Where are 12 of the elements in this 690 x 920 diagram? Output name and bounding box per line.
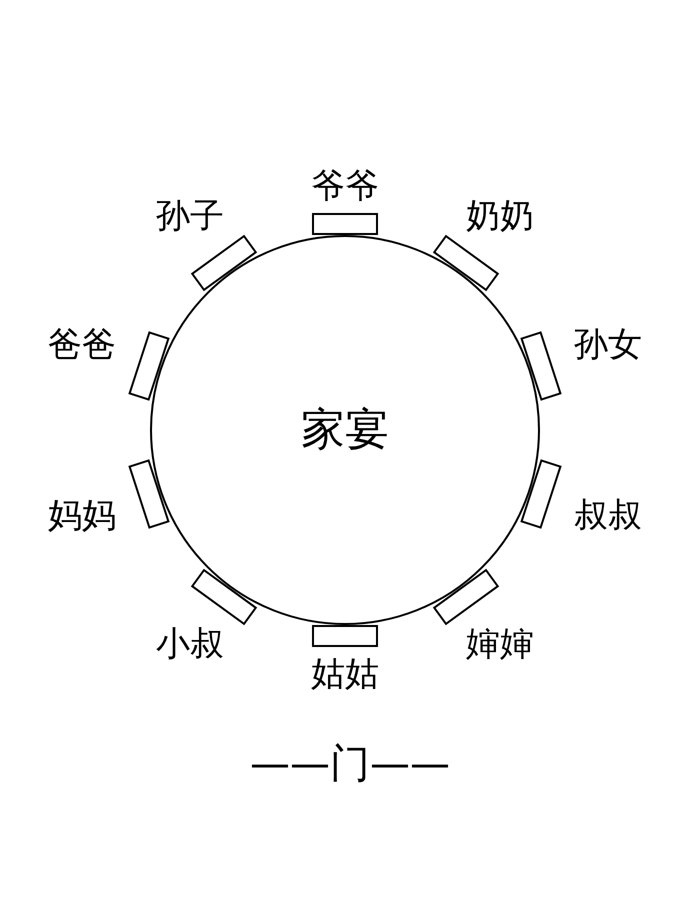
seat-label: 奶奶 [466, 199, 534, 234]
seat-label: 姑姑 [311, 657, 379, 691]
table-label: 家宴 [301, 408, 389, 452]
seat-label: 婶婶 [466, 626, 534, 661]
door-label: ——门—— [249, 744, 451, 784]
seat-label: 小叔 [156, 626, 224, 661]
seat-label: 孙女 [574, 328, 642, 362]
seat-label: 叔叔 [574, 498, 642, 532]
seat-label: 爸爸 [48, 328, 116, 362]
seat-label: 孙子 [156, 199, 224, 234]
seat-label: 妈妈 [48, 498, 116, 532]
seat-label: 爷爷 [311, 169, 379, 203]
